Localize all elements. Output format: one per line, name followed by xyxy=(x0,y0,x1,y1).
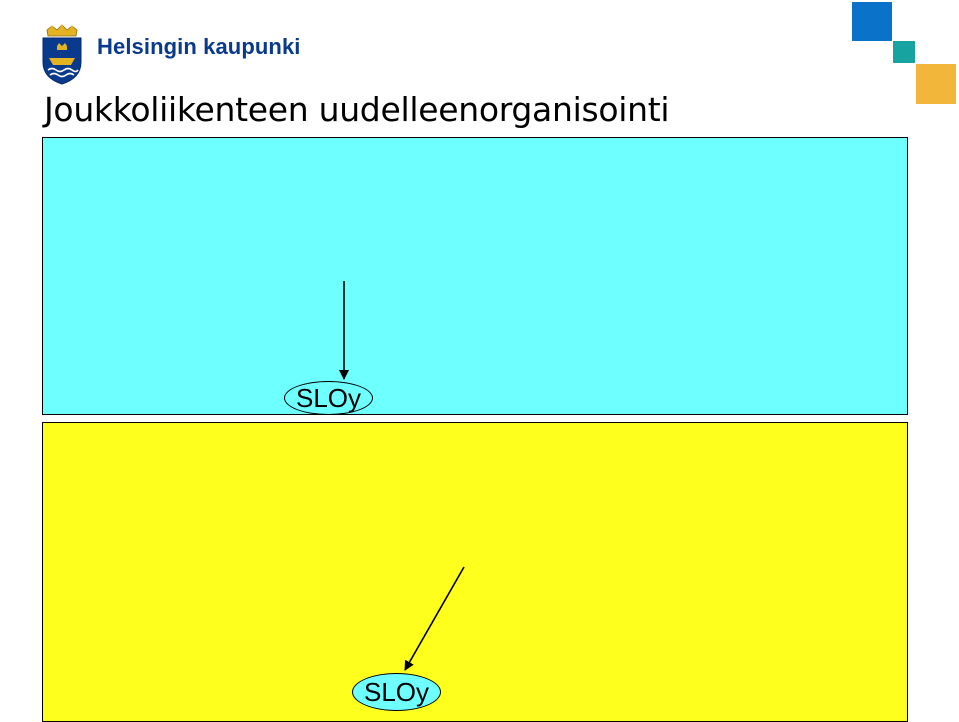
decorative-square-teal xyxy=(893,41,915,63)
decorative-square-blue xyxy=(852,2,892,41)
brand-name: Helsingin kaupunki xyxy=(97,34,301,59)
node-top-sloy: SLOy xyxy=(284,381,373,415)
helsinki-coat-of-arms-icon xyxy=(42,24,82,85)
page-title: Joukkoliikenteen uudelleenorganisointi xyxy=(44,90,670,129)
decorative-square-orange xyxy=(916,64,956,104)
diagram-panel-top xyxy=(42,137,908,415)
node-bottom-sloy: SLOy xyxy=(352,673,441,711)
diagram-panel-bottom xyxy=(42,422,908,722)
